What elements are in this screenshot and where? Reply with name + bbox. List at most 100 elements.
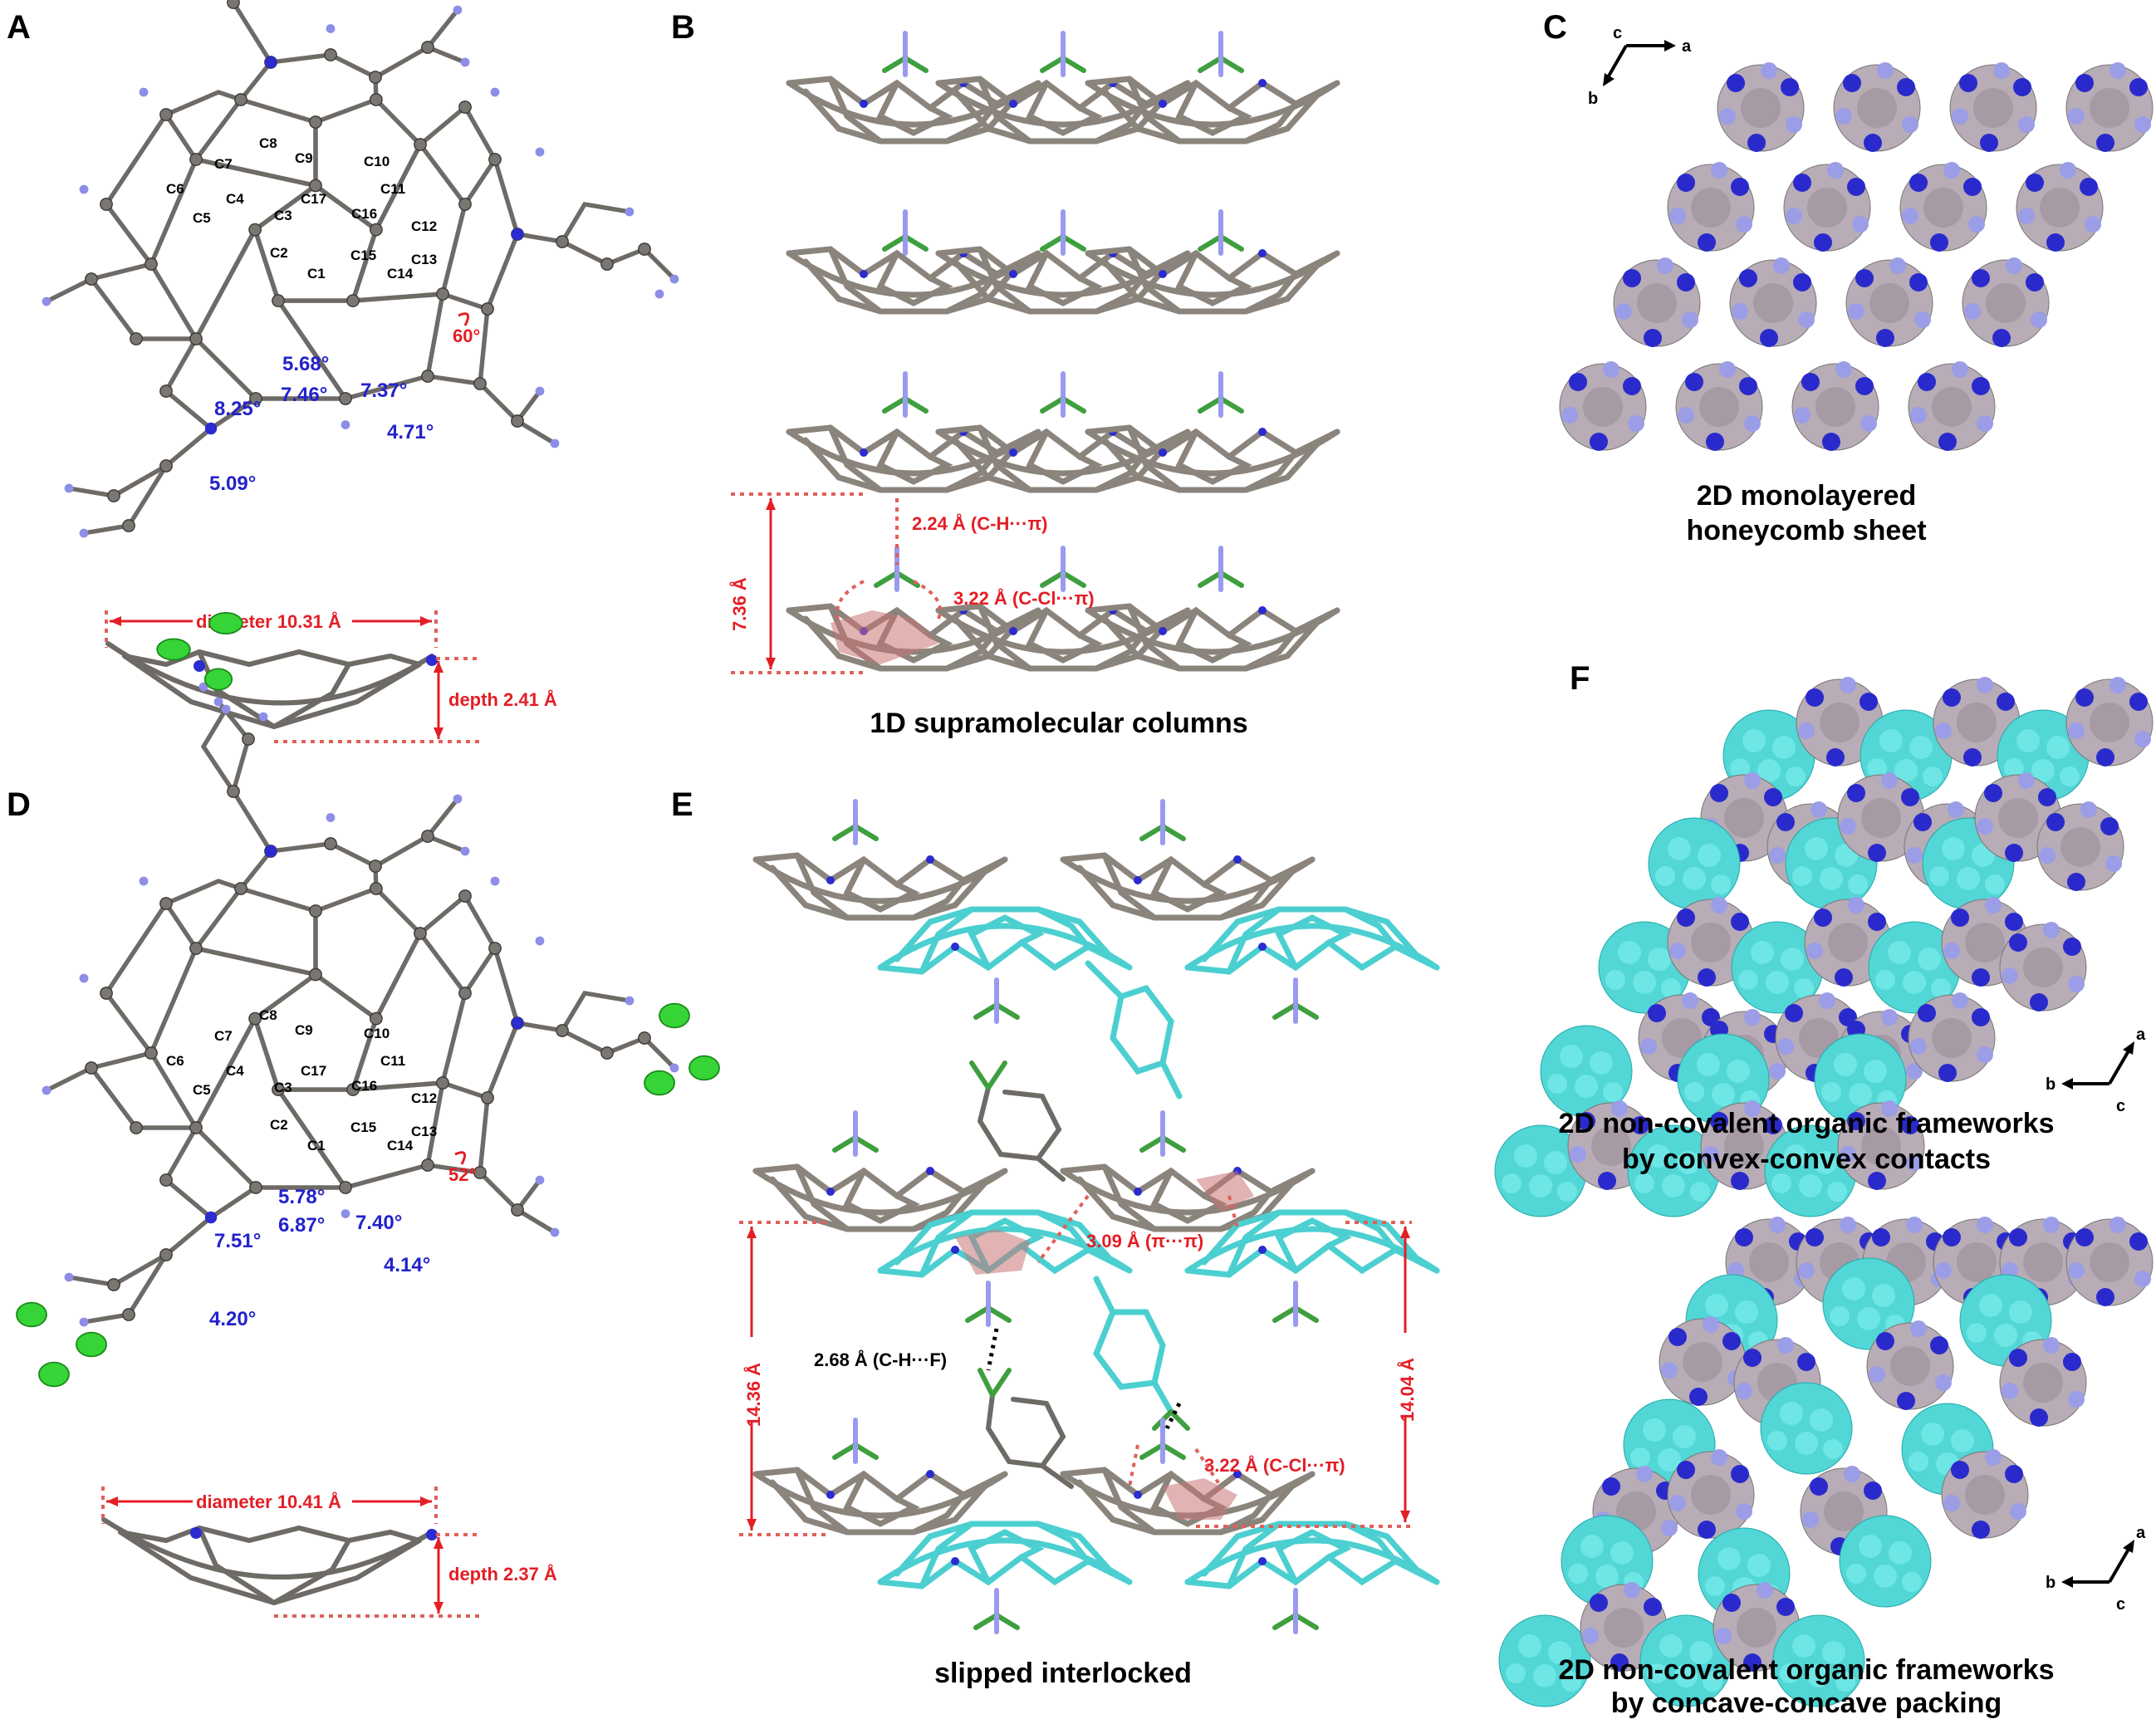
panel-b-ccl-pi: 3.22 Å (C-Cl···π) bbox=[953, 587, 1095, 609]
svg-text:c: c bbox=[2116, 1097, 2125, 1115]
svg-text:C10: C10 bbox=[364, 1026, 390, 1041]
panel-e-packing bbox=[756, 801, 1437, 1632]
panel-a-depth: depth 2.41 Å bbox=[448, 688, 557, 710]
svg-text:C6: C6 bbox=[166, 1053, 184, 1069]
panel-a-atom-labels: C1 C2 C3 C4 C5 C6 C7 C8 C9 C10 C11 C12 C… bbox=[166, 135, 437, 282]
svg-text:C9: C9 bbox=[295, 1022, 313, 1038]
svg-text:a: a bbox=[2136, 1524, 2146, 1542]
panel-d-diameter: diameter 10.41 Å bbox=[196, 1491, 341, 1512]
svg-text:4.20°: 4.20° bbox=[209, 1308, 256, 1330]
svg-text:C17: C17 bbox=[301, 1063, 326, 1079]
panel-a-label: A bbox=[7, 9, 31, 46]
panel-f-axes-bottom: a b c bbox=[2046, 1524, 2146, 1614]
svg-text:C15: C15 bbox=[350, 1119, 376, 1135]
svg-text:C11: C11 bbox=[380, 1053, 405, 1069]
svg-text:C5: C5 bbox=[193, 210, 211, 226]
svg-text:b: b bbox=[1588, 90, 1598, 108]
svg-text:C1: C1 bbox=[307, 266, 326, 282]
svg-text:4.14°: 4.14° bbox=[384, 1254, 430, 1276]
panel-e-ccl-pi: 3.22 Å (C-Cl···π) bbox=[1204, 1454, 1345, 1476]
panel-f-label: F bbox=[1570, 660, 1590, 697]
svg-text:C7: C7 bbox=[214, 156, 233, 172]
svg-text:C14: C14 bbox=[387, 266, 414, 282]
svg-text:c: c bbox=[1613, 24, 1622, 42]
panel-e-pi-pi: 3.09 Å (π···π) bbox=[1086, 1230, 1203, 1251]
panel-d-angles: 5.78° 6.87° 7.51° 7.40° 4.14° 4.20° bbox=[209, 1186, 430, 1330]
svg-text:C6: C6 bbox=[166, 181, 184, 197]
svg-text:C4: C4 bbox=[226, 1063, 244, 1079]
panel-d-label: D bbox=[7, 786, 31, 823]
panel-c-caption-line2: honeycomb sheet bbox=[1686, 515, 1926, 546]
panel-b-annotations: 7.36 Å 2.24 Å (C-H···π) 3.22 Å (C-Cl···π… bbox=[728, 492, 1095, 674]
svg-text:C14: C14 bbox=[387, 1138, 414, 1153]
svg-text:C16: C16 bbox=[351, 206, 377, 222]
svg-text:C10: C10 bbox=[364, 154, 390, 169]
panel-f-caption1-line2: by convex-convex contacts bbox=[1622, 1144, 1991, 1175]
panel-c-axes: c a b bbox=[1588, 24, 1692, 108]
panel-f-framework-concave bbox=[1498, 1216, 2154, 1707]
panel-c-label: C bbox=[1543, 9, 1567, 46]
panel-d-atom-labels: C1 C2 C3 C4 C5 C6 C7 C8 C9 C10 C11 C12 C… bbox=[166, 1007, 437, 1153]
panel-f-axes-top: a b c bbox=[2046, 1026, 2146, 1115]
panel-a-torsion-arrow bbox=[458, 312, 470, 326]
svg-text:C12: C12 bbox=[411, 1090, 437, 1106]
panel-e-spacing-left: 14.36 Å bbox=[742, 1363, 764, 1427]
svg-text:5.78°: 5.78° bbox=[278, 1186, 325, 1208]
svg-text:C3: C3 bbox=[274, 1080, 292, 1095]
panel-c-caption-line1: 2D monolayered bbox=[1697, 480, 1917, 512]
svg-text:C1: C1 bbox=[307, 1138, 326, 1153]
svg-text:C2: C2 bbox=[270, 245, 288, 261]
svg-text:C9: C9 bbox=[295, 150, 313, 166]
svg-text:C7: C7 bbox=[214, 1028, 233, 1044]
panel-e-ch-f: 2.68 Å (C-H···F) bbox=[814, 1349, 947, 1370]
svg-text:C3: C3 bbox=[274, 208, 292, 223]
svg-text:C5: C5 bbox=[193, 1082, 211, 1098]
svg-text:7.40°: 7.40° bbox=[355, 1212, 402, 1234]
svg-text:C13: C13 bbox=[411, 1124, 437, 1139]
svg-text:7.37°: 7.37° bbox=[360, 380, 407, 402]
panel-a-molecule bbox=[42, 0, 679, 537]
svg-text:7.46°: 7.46° bbox=[281, 384, 327, 406]
panel-f-caption2-line1: 2D non-covalent organic frameworks bbox=[1558, 1654, 2054, 1686]
svg-text:6.87°: 6.87° bbox=[278, 1214, 325, 1237]
svg-text:C11: C11 bbox=[380, 181, 405, 197]
svg-text:C12: C12 bbox=[411, 218, 437, 234]
panel-d-torsion-arrow bbox=[454, 1151, 467, 1165]
panel-c-honeycomb bbox=[1559, 61, 2154, 452]
svg-text:8.25°: 8.25° bbox=[214, 398, 261, 420]
panel-e-spacing-right: 14.04 Å bbox=[1396, 1358, 1418, 1422]
svg-text:5.68°: 5.68° bbox=[282, 353, 329, 375]
svg-text:a: a bbox=[1682, 37, 1692, 56]
panel-d-molecule bbox=[16, 611, 720, 1388]
panel-e-annotations: 14.36 Å 14.04 Å 3.09 Å (π···π) 2.68 Å (C… bbox=[731, 1194, 1426, 1536]
panel-d-torsion: 52° bbox=[448, 1164, 476, 1185]
panel-b-label: B bbox=[671, 9, 695, 46]
svg-text:a: a bbox=[2136, 1026, 2146, 1044]
svg-text:7.51°: 7.51° bbox=[214, 1230, 261, 1252]
svg-text:C2: C2 bbox=[270, 1117, 288, 1133]
panel-f-caption1-line1: 2D non-covalent organic frameworks bbox=[1558, 1108, 2054, 1139]
svg-text:C16: C16 bbox=[351, 1078, 377, 1094]
svg-text:b: b bbox=[2046, 1075, 2056, 1094]
panel-d-side-view: diameter 10.41 Å depth 2.37 Å bbox=[101, 1486, 557, 1618]
svg-text:c: c bbox=[2116, 1595, 2125, 1614]
panel-d-depth: depth 2.37 Å bbox=[448, 1563, 557, 1584]
panel-a-torsion: 60° bbox=[453, 326, 480, 346]
svg-text:5.09°: 5.09° bbox=[209, 473, 256, 495]
svg-text:C8: C8 bbox=[259, 1007, 277, 1023]
panel-e-caption: slipped interlocked bbox=[934, 1658, 1192, 1689]
panel-b-spacing: 7.36 Å bbox=[728, 577, 750, 631]
panel-b-ch-pi: 2.24 Å (C-H···π) bbox=[912, 512, 1048, 534]
panel-a-angles: 5.68° 7.46° 8.25° 7.37° 4.71° 5.09° bbox=[209, 353, 434, 495]
panel-a-side-view: diameter 10.31 Å depth 2.41 Å bbox=[105, 610, 557, 743]
svg-text:4.71°: 4.71° bbox=[387, 421, 434, 443]
svg-text:C8: C8 bbox=[259, 135, 277, 151]
svg-text:C15: C15 bbox=[350, 247, 376, 263]
svg-text:b: b bbox=[2046, 1574, 2056, 1592]
panel-b-caption: 1D supramolecular columns bbox=[870, 708, 1247, 739]
svg-text:C13: C13 bbox=[411, 252, 437, 267]
svg-text:C17: C17 bbox=[301, 191, 326, 207]
svg-text:C4: C4 bbox=[226, 191, 244, 207]
panel-b-columns bbox=[789, 33, 1337, 669]
